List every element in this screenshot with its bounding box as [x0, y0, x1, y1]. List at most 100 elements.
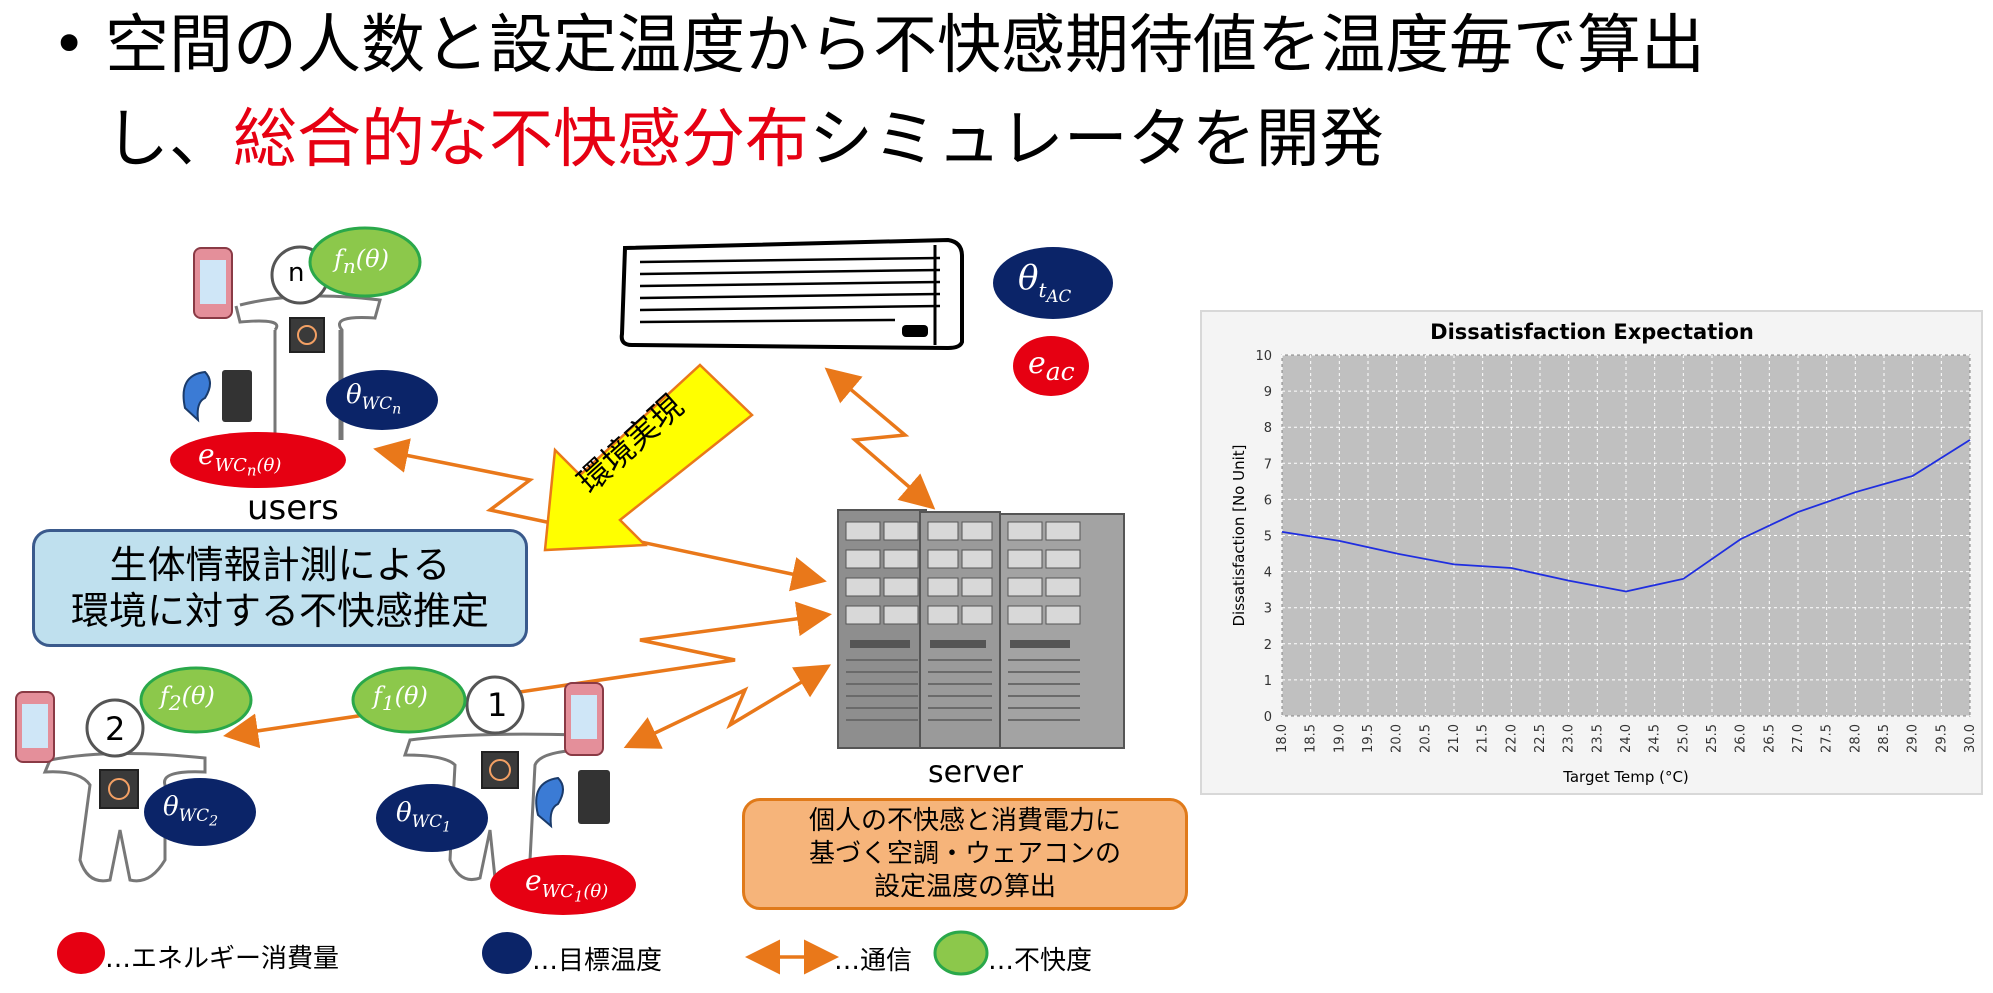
y-tick-label: 7 [1264, 457, 1272, 472]
x-tick-label: 23.5 [1590, 724, 1605, 753]
biometric-line-2: 環境に対する不快感推定 [70, 589, 489, 633]
wearable-device-icon [481, 751, 519, 789]
theta-wcn-label: θWCn [346, 380, 402, 418]
target-temp-badge-wc1 [376, 784, 488, 852]
x-tick-label: 29.5 [1934, 724, 1949, 753]
y-tick-label: 9 [1264, 385, 1272, 400]
title-line-2: し、総合的な不快感分布シミュレータを開発 [105, 108, 1384, 172]
x-tick-label: 19.0 [1332, 724, 1347, 753]
x-tick-label: 19.5 [1361, 724, 1376, 753]
energy-badge-wcn [170, 432, 346, 488]
e-wcn-label: eWCn(θ) [198, 438, 282, 480]
e-ac-label: eac [1028, 346, 1075, 386]
biometric-estimation-box: 生体情報計測による 環境に対する不快感推定 [32, 529, 528, 647]
wearable-device-icon [99, 769, 139, 809]
legend-target-swatch [482, 932, 532, 974]
x-tick-label: 25.0 [1676, 724, 1691, 753]
x-tick-label: 26.5 [1762, 724, 1777, 753]
discomfort-badge-1 [351, 666, 467, 734]
phone-icon [193, 247, 233, 319]
user-2-number: 2 [105, 710, 126, 748]
x-tick-label: 18.0 [1275, 724, 1290, 753]
f-2-label: f2(θ) [160, 682, 215, 715]
x-tick-label: 23.0 [1562, 724, 1577, 753]
energy-badge-ac [1013, 336, 1089, 396]
air-conditioner-icon [619, 237, 964, 351]
energy-badge-wc1 [490, 855, 636, 915]
x-tick-label: 26.0 [1734, 724, 1749, 753]
grid-lines [1281, 354, 1971, 717]
setpoint-line-2: 基づく空調・ウェアコンの [808, 839, 1121, 869]
theta-wc1-label: θWC1 [396, 798, 452, 836]
x-tick-label: 24.5 [1648, 724, 1663, 753]
wearable-device-icon [289, 317, 325, 353]
legend-comm-text: …通信 [834, 946, 913, 976]
realize-arrow-icon [543, 363, 754, 552]
system-diagram [15, 226, 1125, 976]
setpoint-line-3: 設定温度の算出 [873, 872, 1056, 902]
y-axis-label: Dissatisfaction [No Unit] [1230, 444, 1248, 626]
legend-target-text: …目標温度 [532, 946, 663, 976]
bullet-glyph: • [52, 10, 87, 78]
legend-energy-text: …エネルギー消費量 [105, 944, 340, 974]
discomfort-badge-n [308, 226, 422, 298]
title-line-2-prefix: し、 [105, 103, 233, 177]
phone-icon [564, 682, 604, 756]
title-highlight: 総合的な不快感分布 [233, 103, 809, 177]
y-tick-label: 3 [1264, 602, 1272, 617]
series-line [1281, 439, 1971, 593]
target-temp-badge-wc2 [144, 778, 256, 846]
x-tick-label: 22.0 [1504, 724, 1519, 753]
y-tick-label: 2 [1264, 638, 1272, 653]
legend-energy-swatch [57, 932, 105, 974]
theta-wc2-label: θWC2 [163, 792, 219, 830]
user-2-figure [42, 698, 207, 883]
x-tick-label: 27.5 [1820, 724, 1835, 753]
y-tick-label: 1 [1264, 674, 1272, 689]
biometric-line-1: 生体情報計測による [109, 543, 451, 587]
y-tick-label: 4 [1264, 566, 1272, 581]
legend-discomfort-text: …不快度 [988, 946, 1093, 976]
f-n-label: fn(θ) [334, 245, 389, 278]
x-tick-label: 30.0 [1963, 724, 1978, 753]
e-wc1-label: eWC1(θ) [525, 864, 609, 906]
x-tick-label: 28.0 [1848, 724, 1863, 753]
wearable-controller-icon [182, 370, 252, 423]
user-n-number: n [288, 258, 305, 288]
wearable-controller-icon [535, 770, 610, 829]
x-tick-label: 24.0 [1619, 724, 1634, 753]
x-tick-label: 22.5 [1533, 724, 1548, 753]
x-axis-label: Target Temp (°C) [1562, 768, 1689, 786]
server-label: server [928, 755, 1023, 790]
discomfort-badge-2 [139, 666, 253, 734]
y-tick-label: 6 [1264, 493, 1272, 508]
comm-arrow-ac [824, 367, 936, 510]
x-tick-label: 29.0 [1906, 724, 1921, 753]
f-1-label: f1(θ) [373, 682, 428, 715]
x-tick-label: 25.5 [1705, 724, 1720, 753]
x-tick-label: 20.0 [1390, 724, 1405, 753]
y-tick-label: 5 [1264, 530, 1272, 545]
title-line-2-suffix: シミュレータを開発 [809, 103, 1384, 177]
chart-title: Dissatisfaction Expectation [1430, 320, 1754, 344]
target-temp-badge-wcn [326, 370, 438, 430]
phone-icon [15, 691, 55, 763]
x-tick-label: 18.5 [1304, 724, 1319, 753]
user-1-number: 1 [487, 686, 508, 724]
dissatisfaction-chart: Dissatisfaction Expectation 012345678910… [1230, 320, 1978, 786]
x-tick-label: 28.5 [1877, 724, 1892, 753]
server-icon [837, 509, 1125, 749]
setpoint-calculation-box: 個人の不快感と消費電力に 基づく空調・ウェアコンの 設定温度の算出 [742, 798, 1188, 910]
x-tick-label: 21.5 [1476, 724, 1491, 753]
setpoint-line-1: 個人の不快感と消費電力に [808, 806, 1121, 836]
comm-arrow-user-n [373, 438, 827, 592]
comm-arrow-user-1 [623, 664, 832, 749]
y-tick-label: 8 [1264, 421, 1272, 436]
title-line-1: 空間の人数と設定温度から不快感期待値を温度毎で算出 [105, 9, 1705, 83]
theta-tac-label: θtAC [1018, 258, 1072, 306]
y-tick-label: 0 [1264, 710, 1272, 725]
target-temp-badge-ac [993, 247, 1113, 319]
x-tick-label: 20.5 [1418, 724, 1433, 753]
x-tick-label: 27.0 [1791, 724, 1806, 753]
